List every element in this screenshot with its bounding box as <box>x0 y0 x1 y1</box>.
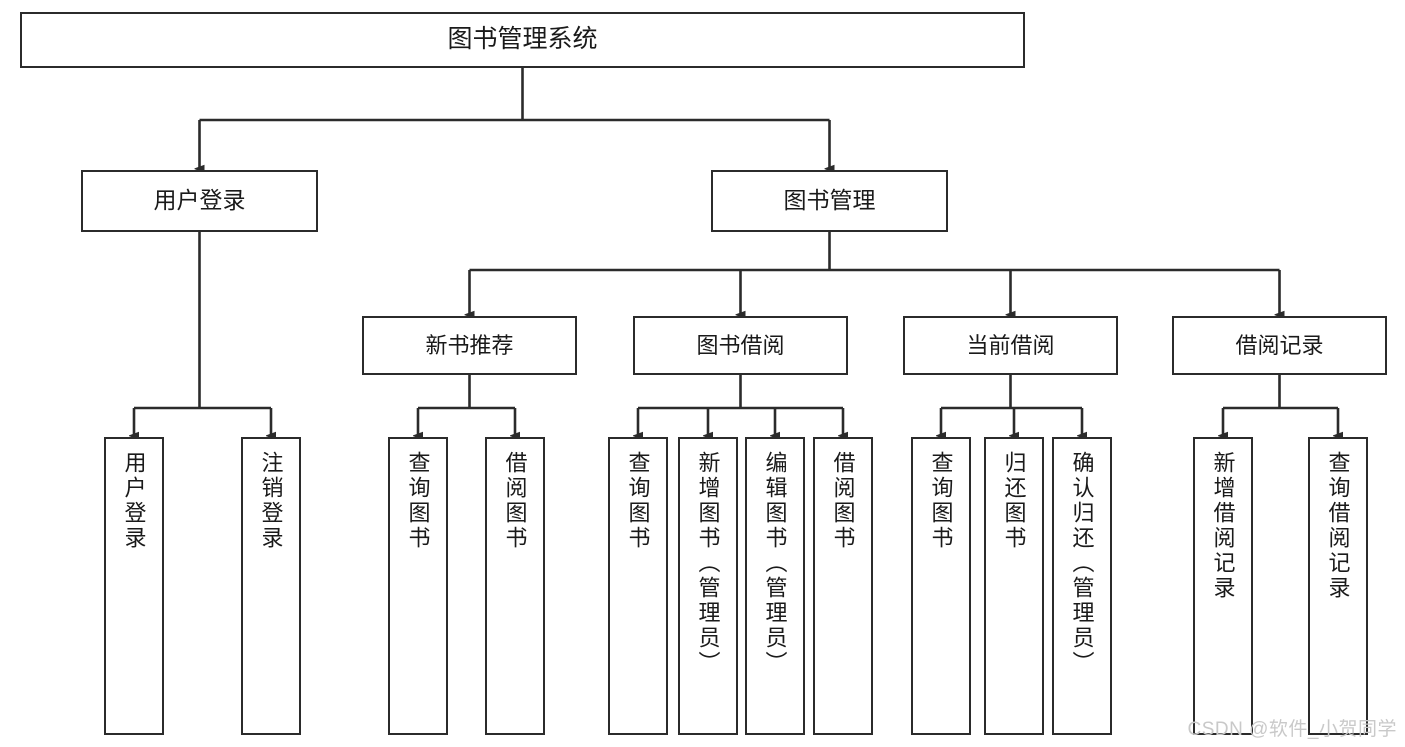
node-label: 归还图书 <box>1001 451 1027 551</box>
node-book-manage[interactable]: 图书管理 <box>711 170 948 232</box>
node-label: 借阅图书 <box>830 451 856 551</box>
node-label: 当前借阅 <box>966 332 1055 358</box>
node-leaf-query-book-2[interactable]: 查询图书 <box>608 437 668 735</box>
node-leaf-confirm-return[interactable]: 确认归还（管理员） <box>1052 437 1112 735</box>
node-book-borrow[interactable]: 图书借阅 <box>633 316 848 375</box>
node-leaf-borrow-book-2[interactable]: 借阅图书 <box>813 437 873 735</box>
node-leaf-user-login[interactable]: 用户登录 <box>104 437 164 735</box>
node-label: 查询图书 <box>405 451 431 551</box>
node-leaf-query-book-1[interactable]: 查询图书 <box>388 437 448 735</box>
node-label: 编辑图书（管理员） <box>762 451 788 676</box>
node-label: 新书推荐 <box>425 332 514 358</box>
node-root[interactable]: 图书管理系统 <box>20 12 1025 68</box>
node-borrow-record[interactable]: 借阅记录 <box>1172 316 1387 375</box>
node-label: 查询图书 <box>928 451 954 551</box>
node-label: 用户登录 <box>153 187 246 214</box>
node-user-login[interactable]: 用户登录 <box>81 170 318 232</box>
node-label: 图书借阅 <box>696 332 785 358</box>
node-label: 新增借阅记录 <box>1210 451 1236 601</box>
node-current-borrow[interactable]: 当前借阅 <box>903 316 1118 375</box>
node-leaf-return-book[interactable]: 归还图书 <box>984 437 1044 735</box>
node-leaf-borrow-book-1[interactable]: 借阅图书 <box>485 437 545 735</box>
node-new-book-rec[interactable]: 新书推荐 <box>362 316 577 375</box>
node-label: 用户登录 <box>121 451 147 551</box>
node-label: 图书管理系统 <box>447 25 598 54</box>
node-leaf-add-record[interactable]: 新增借阅记录 <box>1193 437 1253 735</box>
node-label: 确认归还（管理员） <box>1069 451 1095 676</box>
watermark-text: CSDN @软件_小贺同学 <box>1187 719 1397 740</box>
node-label: 新增图书（管理员） <box>695 451 721 676</box>
node-label: 借阅图书 <box>502 451 528 551</box>
node-leaf-query-record[interactable]: 查询借阅记录 <box>1308 437 1368 735</box>
node-leaf-user-logout[interactable]: 注销登录 <box>241 437 301 735</box>
node-label: 注销登录 <box>258 451 284 551</box>
node-leaf-add-book[interactable]: 新增图书（管理员） <box>678 437 738 735</box>
node-label: 查询借阅记录 <box>1325 451 1351 601</box>
node-label: 图书管理 <box>783 187 876 214</box>
node-label: 借阅记录 <box>1235 332 1324 358</box>
node-leaf-edit-book[interactable]: 编辑图书（管理员） <box>745 437 805 735</box>
node-label: 查询图书 <box>625 451 651 551</box>
node-leaf-query-book-3[interactable]: 查询图书 <box>911 437 971 735</box>
